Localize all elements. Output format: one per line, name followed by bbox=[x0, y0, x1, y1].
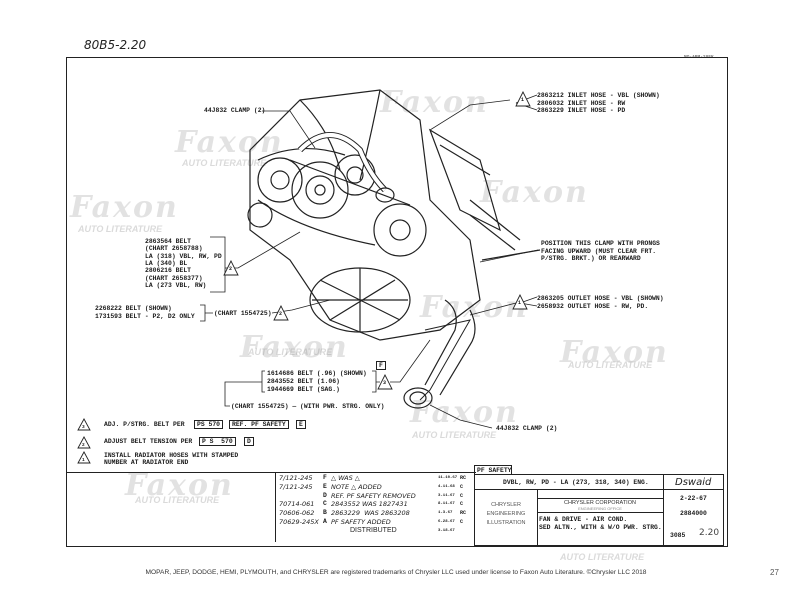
revision-area bbox=[66, 472, 476, 547]
chart-reference: (CHART 1554725) bbox=[214, 310, 272, 317]
revision-by: C bbox=[460, 501, 464, 508]
revision-by: RC bbox=[460, 475, 467, 481]
belt-note-marker: 2 bbox=[229, 266, 233, 272]
revision-date: 4-11-68 bbox=[438, 484, 455, 489]
belt-shown-1: 2268222 BELT (SHOWN) bbox=[95, 305, 172, 312]
revision-by: C bbox=[460, 483, 464, 490]
revision-ref: 70629-245X bbox=[279, 518, 319, 526]
belt-shown-2: 1731593 BELT - P2, D2 ONLY bbox=[95, 313, 195, 320]
ps-belt-2: 2843552 BELT (1.06) bbox=[267, 378, 340, 385]
revision-ref: 7/121-245 bbox=[279, 482, 313, 491]
drawing-title-2: SED ALTN., WITH & W/O PWR. STRG. bbox=[539, 524, 662, 531]
revision-f-box: F bbox=[376, 361, 386, 371]
revision-by: C bbox=[460, 492, 464, 499]
clamp-note-3: P/STRG. BRKT.) OR REARWARD bbox=[541, 255, 641, 262]
revision-ref: 7/121-245 bbox=[279, 474, 313, 482]
page-number: 27 bbox=[770, 568, 779, 577]
revision-date: 6-28-67 bbox=[438, 520, 455, 524]
inlet-hose-note-marker: 1 bbox=[521, 97, 525, 103]
belt-note-marker: 2 bbox=[279, 311, 283, 317]
ps-chart-reference: (CHART 1554725) — (WITH PWR. STRG. ONLY) bbox=[231, 403, 385, 410]
revision-desc: DISTRIBUTED bbox=[350, 526, 397, 534]
company-sub: ENGINEERING OFFICE bbox=[578, 506, 622, 511]
drawing-title-1: FAN & DRIVE - AIR COND. bbox=[539, 516, 628, 523]
revision-ref: 70606-062 bbox=[279, 509, 315, 518]
inlet-hose-3: 2863229 INLET HOSE - PD bbox=[537, 107, 626, 114]
outlet-hose-1: 2863205 OUTLET HOSE - VBL (SHOWN) bbox=[537, 295, 664, 302]
revision-letter: E bbox=[323, 482, 327, 490]
dept-2: ENGINEERING bbox=[486, 511, 526, 517]
page-reference: 80B5-2.20 bbox=[84, 38, 147, 52]
revision-desc: 2843552 WAS 1827431 bbox=[331, 500, 408, 509]
drawing-date: 2-22-67 bbox=[680, 495, 707, 502]
upper-clamp-callout: 44J832 CLAMP (2) bbox=[204, 107, 266, 114]
trademark-footer: MOPAR, JEEP, DODGE, HEMI, PLYMOUTH, and … bbox=[145, 569, 647, 576]
ps-belt-note-marker: 3 bbox=[383, 380, 387, 386]
ps-belt-1: 1614686 BELT (.96) (SHOWN) bbox=[267, 370, 367, 377]
revision-date: 3-18-67 bbox=[438, 528, 455, 533]
revision-date: 1-3-67 bbox=[438, 511, 453, 516]
revision-date: 8-11-67 bbox=[438, 502, 455, 507]
revision-desc: REF. PF SAFETY REMOVED bbox=[331, 491, 416, 500]
revision-ref: 70714-061 bbox=[279, 500, 315, 509]
revision-letter: B bbox=[323, 509, 327, 517]
revision-desc: PF SAFETY ADDED bbox=[331, 518, 391, 526]
ps-belt-3: 1944669 BELT (SAG.) bbox=[267, 386, 340, 393]
company: CHRYSLER CORPORATION bbox=[564, 500, 636, 506]
clamp-note-2: FACING UPWARD (MUST CLEAR FRT. bbox=[541, 247, 657, 255]
revision-letter: A bbox=[323, 518, 327, 525]
outlet-hose-note-marker: 1 bbox=[518, 300, 522, 306]
approval-signature: Dswaid bbox=[675, 477, 712, 488]
inlet-hose-1: 2863212 INLET HOSE - VBL (SHOWN) bbox=[537, 92, 660, 99]
revision-letter: C bbox=[323, 500, 327, 508]
revision-desc: △ WAS △ bbox=[331, 474, 360, 482]
lower-clamp-callout: 44J832 CLAMP (2) bbox=[496, 425, 558, 432]
part-number: 2884000 bbox=[680, 510, 707, 517]
title-block: DVBL, RW, PD - LA (273, 318, 340) ENG. D… bbox=[474, 474, 724, 546]
outlet-hose-2: 2658932 OUTLET HOSE - RW, PD. bbox=[537, 302, 649, 310]
revision-letter: F bbox=[323, 474, 327, 481]
revision-desc: 2863229 WAS 2863208 bbox=[331, 509, 410, 518]
sheet-page: 2.20 bbox=[699, 528, 720, 538]
revision-by: C bbox=[460, 519, 464, 525]
drawing-frame bbox=[66, 57, 728, 547]
application: DVBL, RW, PD - LA (273, 318, 340) ENG. bbox=[503, 479, 649, 486]
revision-by: RC bbox=[460, 510, 467, 517]
dept-1: CHRYSLER bbox=[491, 502, 521, 508]
revision-letter: D bbox=[323, 491, 327, 499]
revision-date: 3-11-67 bbox=[438, 493, 455, 498]
revision-desc: NOTE △ ADDED bbox=[331, 482, 382, 491]
dept-3: ILLUSTRATION bbox=[486, 520, 526, 526]
group-number: 3085 bbox=[670, 532, 686, 539]
clamp-note-1: POSITION THIS CLAMP WITH PRONGS bbox=[541, 240, 660, 247]
inlet-hose-2: 2806032 INLET HOSE - RW bbox=[537, 99, 626, 107]
revision-date: 11-10-67 bbox=[438, 476, 458, 480]
